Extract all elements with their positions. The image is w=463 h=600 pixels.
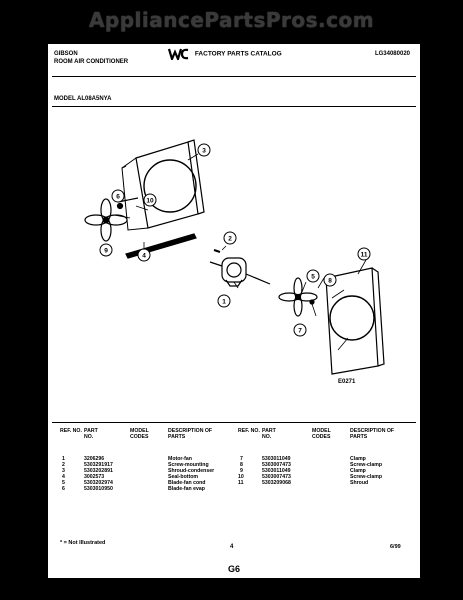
page-number: 4 (230, 544, 234, 550)
figure-id: E0271 (338, 379, 356, 385)
callout-2: 2 (223, 231, 237, 245)
product-name: ROOM AIR CONDITIONER (54, 59, 129, 65)
col-model-header: MODEL CODES (130, 428, 149, 440)
callout-4: 4 (137, 248, 151, 262)
header-left: GIBSON ROOM AIR CONDITIONER (54, 50, 128, 66)
svg-text:11: 11 (361, 252, 368, 259)
col-ref-header: REF. NO. (238, 428, 260, 434)
wci-logo-icon (167, 48, 190, 63)
callout-9: 9 (99, 243, 113, 257)
svg-text:7: 7 (298, 328, 302, 335)
cond-blade-shape (278, 277, 318, 317)
callout-8: 8 (323, 273, 337, 287)
svg-text:2: 2 (228, 236, 232, 243)
callout-1: 1 (217, 294, 231, 308)
shroud-condenser-shape (135, 141, 199, 229)
callout-11: 11 (357, 247, 371, 261)
model-label: MODEL AL08A5NYA (54, 96, 112, 102)
shroud-opening (143, 159, 197, 213)
catalog-brand: FACTORY PARTS CATALOG (167, 48, 282, 63)
callout-6: 6 (111, 189, 125, 203)
svg-text:3: 3 (202, 148, 206, 155)
callout-10: 10 (143, 193, 157, 207)
svg-text:5: 5 (311, 274, 315, 281)
svg-text:1: 1 (222, 299, 226, 306)
table-top-rule (52, 422, 416, 423)
catalog-number: LG34080020 (374, 51, 410, 57)
catalog-title: FACTORY PARTS CATALOG (194, 50, 282, 58)
col-desc-header: DESCRIPTION OF PARTS (168, 428, 213, 440)
col-desc-header: DESCRIPTION OF PARTS (350, 428, 395, 440)
svg-text:8: 8 (328, 278, 332, 285)
shroud-ring (329, 295, 375, 341)
exploded-parts-diagram: 1 2 3 4 5 6 7 8 9 10 11 (84, 139, 385, 375)
watermark: AppliancePartsPros.com (88, 8, 375, 32)
col-model-header: MODEL CODES (312, 428, 331, 440)
col-part-header: PART NO. (262, 428, 276, 440)
brand-name: GIBSON (54, 51, 78, 57)
model-rule (52, 106, 416, 107)
header-rule (52, 76, 416, 77)
col-ref-header: REF. NO. (60, 428, 82, 434)
callout-5: 5 (306, 269, 320, 283)
revision-date: 6/99 (390, 544, 401, 550)
callout-7: 7 (293, 323, 307, 337)
svg-text:6: 6 (116, 194, 120, 201)
callout-3: 3 (197, 143, 211, 157)
motor-shape (209, 257, 271, 287)
sheet-id: G6 (228, 564, 241, 574)
seal-bottom-shape (125, 233, 197, 259)
svg-text:4: 4 (142, 253, 146, 260)
svg-text:10: 10 (146, 198, 154, 205)
col-part-header: PART NO. (84, 428, 98, 440)
parts-catalog-page: GIBSON ROOM AIR CONDITIONER FACTORY PART… (48, 44, 420, 578)
svg-text:9: 9 (104, 248, 108, 255)
footnote: * = Not Illustrated (60, 540, 106, 546)
